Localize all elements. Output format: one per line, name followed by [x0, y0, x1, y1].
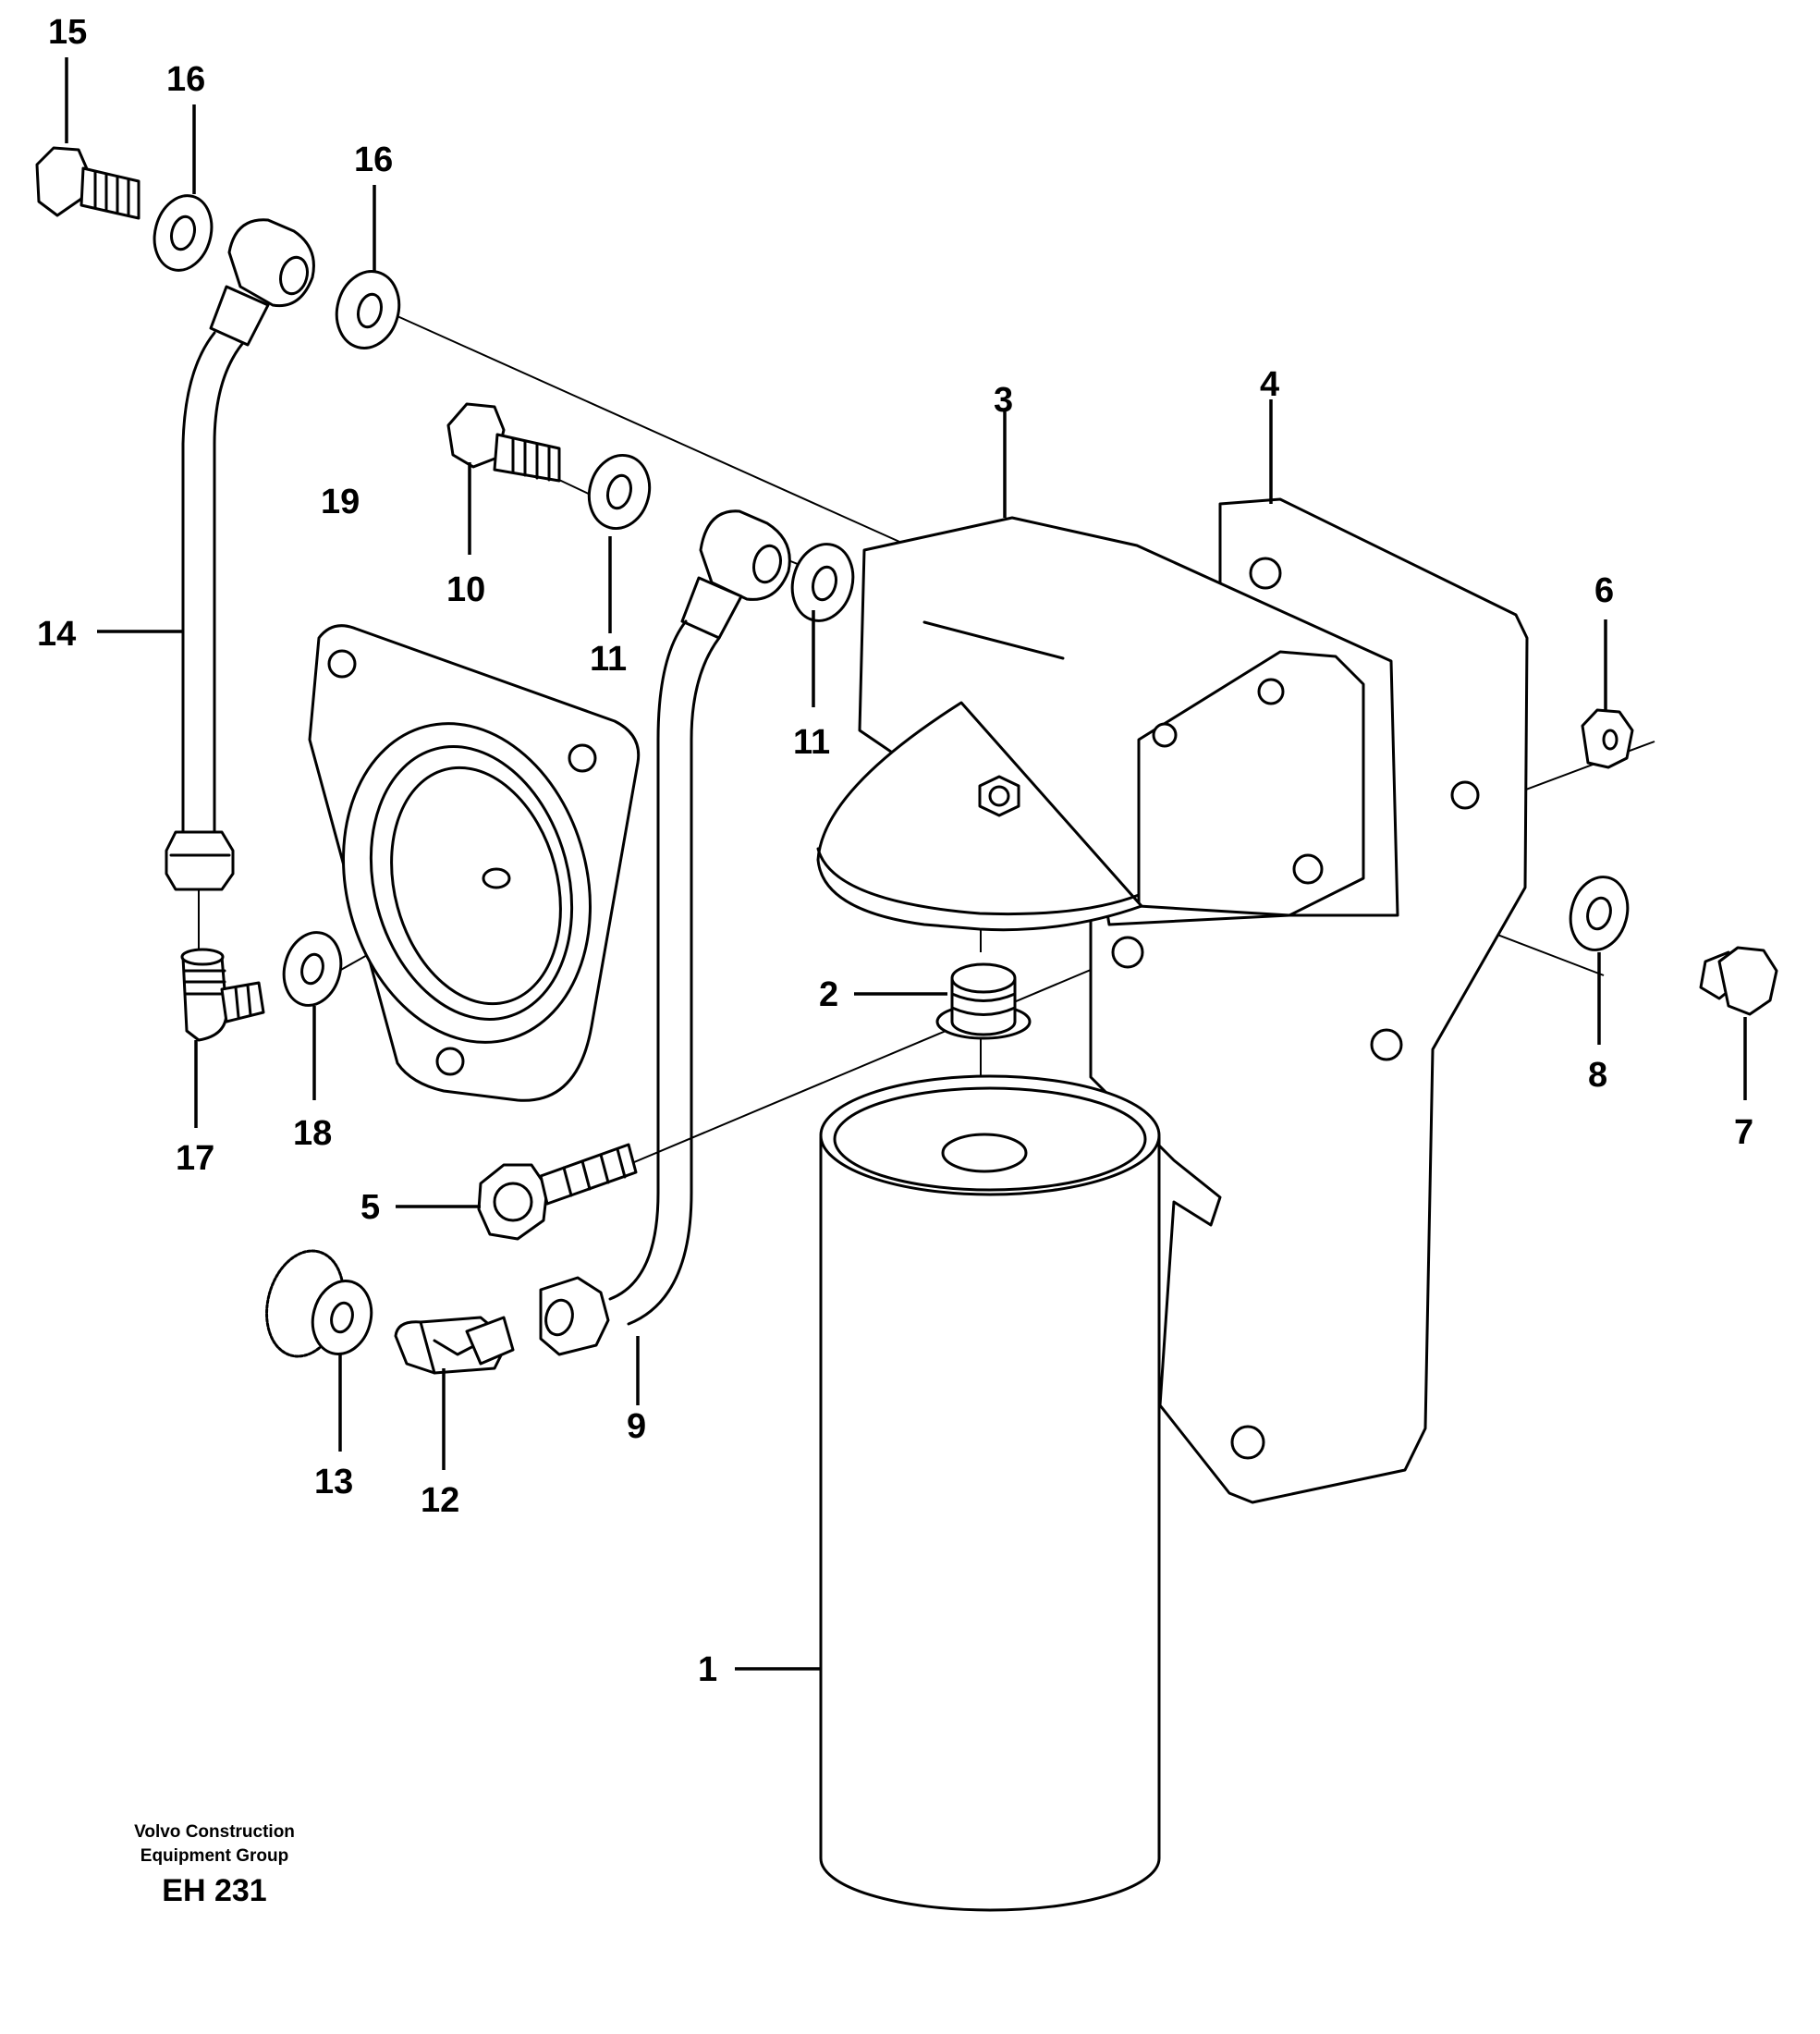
callout-6: 6	[1594, 571, 1614, 610]
pipe-9	[539, 619, 721, 1356]
drawing-code: EH 231	[162, 1873, 266, 1908]
callout-10: 10	[446, 570, 485, 609]
callout-labels: 15 16 16 3 4 6 19 10 11 11 14 2 8 7 17 1…	[37, 13, 1753, 1689]
callout-13: 13	[314, 1463, 353, 1501]
company-line-1: Volvo Construction	[134, 1822, 295, 1842]
washer-upper-left	[153, 194, 214, 272]
banjo-fitting-upper	[209, 218, 315, 347]
callout-16-left: 16	[166, 60, 205, 99]
washer-middle-right	[790, 543, 855, 622]
bolt-middle	[446, 402, 561, 483]
banjo-fitting-middle	[680, 509, 791, 640]
callout-4: 4	[1260, 365, 1279, 404]
callout-16-right: 16	[354, 141, 393, 179]
callout-14: 14	[37, 615, 76, 654]
washer-8	[1569, 876, 1630, 951]
callout-1: 1	[698, 1650, 717, 1689]
cover-plate	[308, 624, 641, 1102]
callout-7: 7	[1734, 1113, 1753, 1152]
pipe-14	[165, 331, 244, 891]
washer-13	[265, 1249, 373, 1358]
elbow-12	[394, 1316, 515, 1375]
leader-lines	[65, 57, 1747, 1671]
threaded-nipple	[935, 962, 1032, 1040]
callout-11-left: 11	[590, 640, 627, 679]
footer-block: Volvo Construction Equipment Group EH 23…	[134, 1822, 295, 1908]
company-line-2: Equipment Group	[140, 1846, 288, 1866]
callout-12: 12	[421, 1481, 459, 1520]
washer-18	[282, 931, 343, 1007]
callout-15: 15	[48, 13, 87, 52]
callout-5: 5	[360, 1188, 380, 1227]
callout-3: 3	[994, 381, 1013, 420]
callout-8: 8	[1588, 1056, 1607, 1095]
washer-upper-right	[335, 270, 401, 349]
callout-17: 17	[176, 1139, 214, 1178]
nut-6	[1581, 708, 1634, 769]
callout-2: 2	[819, 975, 838, 1014]
callout-9: 9	[627, 1407, 646, 1446]
callout-19: 19	[321, 483, 360, 521]
callout-18: 18	[293, 1114, 332, 1153]
washer-middle-left	[587, 453, 652, 531]
elbow-17	[180, 948, 265, 1042]
filter-cartridge	[819, 1074, 1161, 1912]
bolt-5	[477, 1143, 638, 1241]
plug-7	[1699, 946, 1778, 1016]
mounting-bracket	[1089, 497, 1529, 1504]
filter-head	[816, 516, 1399, 932]
callout-11-right: 11	[793, 723, 830, 762]
bolt-upper	[35, 146, 140, 220]
